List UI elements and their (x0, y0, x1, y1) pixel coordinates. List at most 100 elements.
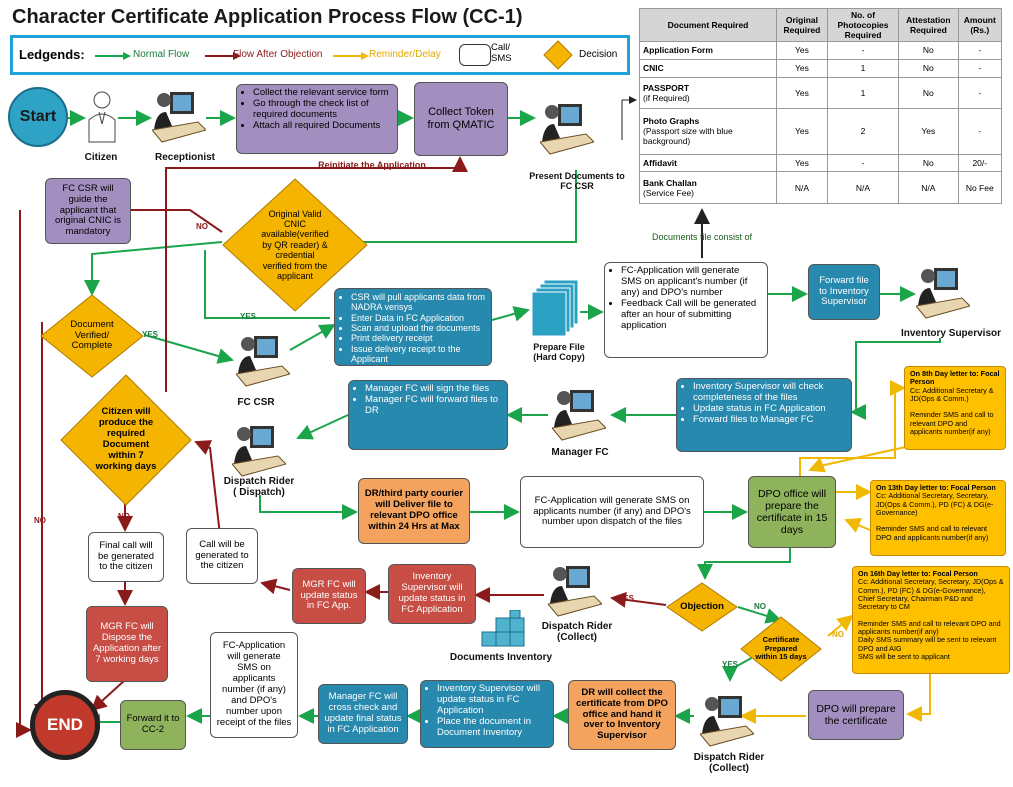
decision-citizen-produce-text: Citizen will produce the required Docume… (95, 406, 157, 472)
reminder-day13-box: On 13th Day letter to: Focal Person Cc: … (870, 480, 1006, 556)
inv-update-final-item: Inventory Supervisor will update status … (437, 683, 548, 717)
edge-no-1: NO (196, 222, 208, 231)
reminder-day13-body: Reminder SMS and call to relevant DPO an… (876, 524, 989, 542)
legend-normal: Normal Flow (133, 49, 190, 60)
dr-collect-box: DR will collect the certificate from DPO… (568, 680, 676, 750)
collect-form-item: Go through the check list of required do… (253, 98, 392, 121)
legend-reminder: Reminder/Delay (369, 49, 441, 60)
collect-form-item: Collect the relevant service form (253, 87, 392, 99)
table-header: Document Required (639, 8, 777, 42)
table-header: Amount (Rs.) (957, 8, 1003, 42)
reminder-day13-head: On 13th Day letter to: Focal Person (876, 483, 996, 492)
start-node: Start (8, 87, 68, 147)
docs-file-label: Documents file consist of (651, 232, 753, 242)
table-row: Affidavit Yes - No 20/- (639, 153, 1003, 173)
doc-sub: (if Required) (643, 92, 690, 103)
mgr-update-box: MGR FC will update status in FC App. (292, 568, 366, 624)
mgr-dispose-box: MGR FC will Dispose the Application afte… (86, 606, 168, 682)
legend-label: Ledgends: (19, 47, 85, 62)
prepare-file-label: Prepare File (Hard Copy) (533, 342, 585, 362)
present-docs-label: Present Documents to FC CSR (529, 171, 625, 191)
inventory-supervisor-label: Inventory Supervisor (900, 328, 1002, 339)
doc-amt: No Fee (957, 171, 1003, 204)
documents-table: Document Required Original Required No. … (639, 8, 1003, 204)
reminder-day16-body2: Daily SMS summary will be sent to releva… (858, 635, 997, 653)
manager-fc-label: Manager FC (551, 447, 609, 458)
inv-update-obj-box: Inventory Supervisor will update status … (388, 564, 476, 624)
doc-orig: Yes (776, 153, 828, 173)
edge-no-3: NO (118, 512, 130, 521)
table-row: Photo Graphs(Passport size with blue bac… (639, 108, 1003, 155)
collect-token-box: Collect Token from QMATIC (414, 82, 508, 156)
dispatch-rider-collect1-label: Dispatch Rider (Collect) (541, 621, 613, 643)
csr-guide-box: FC CSR will guide the applicant that ori… (45, 178, 131, 244)
collect-form-box: Collect the relevant service form Go thr… (236, 84, 398, 154)
reinitiate-label: Reinitiate the Application (318, 160, 426, 170)
table-row: CNIC Yes 1 No - (639, 58, 1003, 78)
dpo-prepare-box: DPO will prepare the certificate (808, 690, 904, 740)
reminder-day16-cc: Cc: Additional Secretary, Secretary, JD(… (858, 577, 1004, 612)
csr-pull-item: Issue delivery receipt to the Applicant (351, 344, 486, 365)
edge-no-4: NO (754, 602, 766, 611)
inv-check-item: Forward files to Manager FC (693, 414, 846, 426)
manager-fc-icon (552, 390, 606, 441)
table-header: No. of Photocopies Required (826, 8, 900, 42)
doc-copies: 1 (826, 58, 900, 78)
sms-item: Feedback Call will be generated after an… (621, 298, 762, 332)
page-title: Character Certificate Application Proces… (12, 6, 523, 28)
csr-pull-item: Scan and upload the documents (351, 323, 486, 333)
table-row: PASSPORT(if Required) Yes 1 No - (639, 76, 1003, 110)
doc-amt: - (957, 58, 1003, 78)
citizen-icon (88, 91, 116, 143)
doc-amt: 20/- (957, 153, 1003, 173)
table-row: Application Form Yes - No - (639, 41, 1003, 60)
legend-objection: Flow After Objection (233, 49, 323, 60)
inv-check-item: Inventory Supervisor will check complete… (693, 381, 846, 404)
sms-box: FC-Application will generate SMS on appl… (604, 262, 768, 358)
edge-yes-2: YES (142, 330, 159, 339)
doc-att: Yes (898, 108, 959, 155)
doc-name: Affidavit (643, 157, 677, 168)
decision-objection: Objection (666, 582, 738, 632)
citizen-label: Citizen (84, 152, 118, 163)
reminder-day8-head: On 8th Day letter to: Focal Person (910, 369, 1000, 387)
call-citizen-box: Call will be generated to the citizen (186, 528, 258, 584)
reminder-day8-cc: Cc: Additional Secretary & JD(Ops & Comm… (910, 385, 994, 403)
legend-callsms: Call/ SMS (491, 42, 512, 64)
mgr-sign-item: Manager FC will forward files to DR (365, 394, 502, 417)
doc-name: CNIC (643, 63, 664, 74)
collect-form-item: Attach all required Documents (253, 120, 392, 132)
fc-csr-label: FC CSR (237, 397, 275, 408)
decision-original-cnic-text: Original Valid CNIC available(verified b… (261, 208, 329, 281)
forward-inv-box: Forward file to Inventory Supervisor (808, 264, 880, 320)
dispatch-rider-collect2-icon (700, 696, 754, 747)
receptionist-icon (152, 92, 206, 143)
sms-receipt-box: FC-Application will generate SMS on appl… (210, 632, 298, 738)
dpo-prepare15-box: DPO office will prepare the certificate … (748, 476, 836, 548)
dispatch-rider-collect1-icon (548, 566, 602, 617)
doc-amt: - (957, 76, 1003, 110)
doc-copies: 1 (826, 76, 900, 110)
forward-cc2-box: Forward it to CC-2 (120, 700, 186, 750)
inventory-supervisor-icon (916, 268, 970, 319)
doc-sub: (Passport size with blue background) (643, 126, 733, 147)
legend-decision: Decision (579, 49, 618, 60)
decision-original-cnic: Original Valid CNIC available(verified b… (222, 178, 368, 312)
doc-att: N/A (898, 171, 959, 204)
dispatch-rider-dispatch-label: Dispatch Rider ( Dispatch) (223, 476, 295, 498)
sms-item: FC-Application will generate SMS on appl… (621, 265, 762, 299)
documents-inventory-label: Documents Inventory (449, 652, 553, 663)
mgr-sign-box: Manager FC will sign the files Manager F… (348, 380, 508, 450)
doc-orig: N/A (776, 171, 828, 204)
inv-update-final-item: Place the document in Document Inventory (437, 716, 548, 739)
doc-att: No (898, 153, 959, 173)
sms-dispatch-box: FC-Application will generate SMS on appl… (520, 476, 704, 548)
inv-check-box: Inventory Supervisor will check complete… (676, 378, 852, 452)
legend-callsms-shape (459, 44, 491, 66)
documents-inventory-icon (481, 610, 525, 647)
table-header: Attestation Required (898, 8, 959, 42)
legend-objection-arrow-icon (205, 52, 241, 60)
doc-orig: Yes (776, 41, 828, 60)
reminder-day16-body1: Reminder SMS and call to relevant DPO an… (858, 618, 1001, 636)
